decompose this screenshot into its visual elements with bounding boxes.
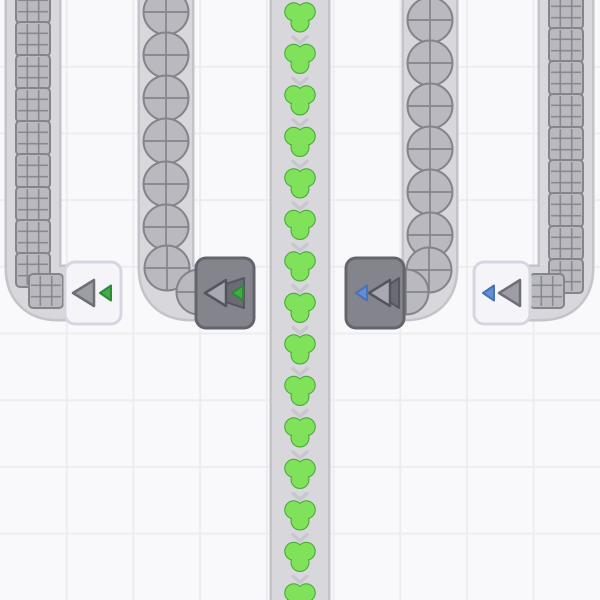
belt-direction-chevron-icon bbox=[291, 574, 309, 585]
item-grid-crate bbox=[548, 159, 584, 195]
item-cross-disc bbox=[142, 31, 190, 79]
item-grid-crate bbox=[548, 0, 584, 30]
item-grid-crate bbox=[548, 192, 584, 228]
item-grid-crate bbox=[15, 87, 51, 123]
item-grid-crate bbox=[548, 126, 584, 162]
item-green-cluster bbox=[284, 583, 316, 600]
item-grid-crate bbox=[15, 219, 51, 255]
item-green-cluster bbox=[284, 126, 316, 157]
belt-direction-chevron-icon bbox=[291, 491, 309, 502]
item-green-cluster bbox=[284, 458, 316, 489]
item-grid-crate bbox=[15, 21, 51, 57]
item-green-cluster bbox=[284, 43, 316, 74]
grid-crate-icon bbox=[548, 60, 584, 96]
blue-direction-marker-icon bbox=[355, 284, 368, 302]
grid-crate-icon bbox=[15, 21, 51, 57]
belt-direction-chevron-icon bbox=[291, 450, 309, 460]
belt-direction-chevron-icon bbox=[291, 76, 309, 87]
belt-direction-chevron-icon bbox=[291, 159, 309, 170]
item-cross-disc bbox=[142, 203, 190, 251]
grid-crate-icon bbox=[548, 93, 584, 129]
green-direction-marker-icon bbox=[231, 284, 244, 302]
grid-crate-icon bbox=[529, 273, 565, 309]
belt-direction-chevron-icon bbox=[291, 325, 309, 336]
left-arrow-icon bbox=[497, 278, 522, 308]
item-cross-disc bbox=[142, 74, 190, 122]
blue-direction-marker-icon bbox=[482, 284, 495, 302]
grid-crate-icon bbox=[548, 27, 584, 63]
item-green-cluster bbox=[284, 334, 316, 365]
belt-direction-chevron-icon bbox=[291, 284, 309, 294]
item-cross-disc bbox=[406, 82, 454, 130]
grid-crate-icon bbox=[548, 159, 584, 195]
item-green-cluster bbox=[284, 500, 316, 531]
grid-crate-icon bbox=[548, 225, 584, 261]
item-cross-disc bbox=[143, 244, 191, 292]
item-grid-crate bbox=[548, 27, 584, 63]
item-cross-disc bbox=[142, 0, 190, 36]
item-grid-crate bbox=[548, 225, 584, 261]
item-cross-disc bbox=[406, 0, 454, 44]
item-green-cluster bbox=[284, 2, 316, 33]
left-arrow-icon bbox=[71, 278, 96, 308]
belt-direction-chevron-icon bbox=[291, 242, 309, 253]
item-green-cluster bbox=[284, 375, 316, 406]
item-green-cluster bbox=[284, 292, 316, 323]
belt-direction-chevron-icon bbox=[291, 35, 309, 45]
item-green-cluster bbox=[284, 417, 316, 448]
item-grid-crate bbox=[15, 0, 51, 24]
item-cross-disc bbox=[142, 117, 190, 165]
grid-crate-icon bbox=[15, 120, 51, 156]
belt-direction-chevron-icon bbox=[291, 367, 309, 377]
grid-crate-icon bbox=[15, 219, 51, 255]
item-cross-disc bbox=[406, 39, 454, 87]
item-grid-crate bbox=[15, 186, 51, 222]
belt-direction-chevron-icon bbox=[291, 408, 309, 419]
item-green-cluster bbox=[284, 251, 316, 282]
item-green-cluster bbox=[284, 85, 316, 116]
grid-crate-icon bbox=[28, 273, 64, 309]
item-grid-crate bbox=[548, 93, 584, 129]
grid-crate-icon bbox=[15, 54, 51, 90]
grid-crate-icon bbox=[548, 126, 584, 162]
grid-crate-icon bbox=[548, 0, 584, 30]
green-direction-marker-icon bbox=[99, 284, 112, 302]
belt-direction-chevron-icon bbox=[291, 533, 309, 543]
left-arrow-icon bbox=[367, 278, 392, 308]
tunnel-machine-1[interactable] bbox=[63, 260, 123, 326]
belt-direction-chevron-icon bbox=[291, 118, 309, 128]
item-grid-crate bbox=[548, 60, 584, 96]
machine-hood bbox=[389, 277, 400, 309]
tunnel-machine-2[interactable] bbox=[194, 256, 256, 330]
item-grid-crate bbox=[15, 153, 51, 189]
item-grid-crate bbox=[529, 273, 565, 309]
item-grid-crate bbox=[15, 54, 51, 90]
item-cross-disc bbox=[406, 168, 454, 216]
grid-crate-icon bbox=[15, 87, 51, 123]
machine-layer bbox=[63, 256, 532, 330]
grid-crate-icon bbox=[15, 186, 51, 222]
left-arrow-icon bbox=[203, 278, 228, 308]
tunnel-machine-3[interactable] bbox=[344, 256, 406, 330]
item-green-cluster bbox=[284, 168, 316, 199]
grid-crate-icon bbox=[548, 192, 584, 228]
item-green-cluster bbox=[284, 209, 316, 240]
item-grid-crate bbox=[28, 273, 64, 309]
tunnel-machine-4[interactable] bbox=[472, 260, 532, 326]
item-cross-disc bbox=[142, 160, 190, 208]
item-green-cluster bbox=[284, 541, 316, 572]
item-cross-disc bbox=[406, 211, 454, 259]
item-grid-crate bbox=[15, 120, 51, 156]
item-layer bbox=[15, 0, 584, 600]
grid-crate-icon bbox=[15, 153, 51, 189]
item-cross-disc bbox=[406, 125, 454, 173]
belt-direction-chevron-icon bbox=[291, 201, 309, 211]
